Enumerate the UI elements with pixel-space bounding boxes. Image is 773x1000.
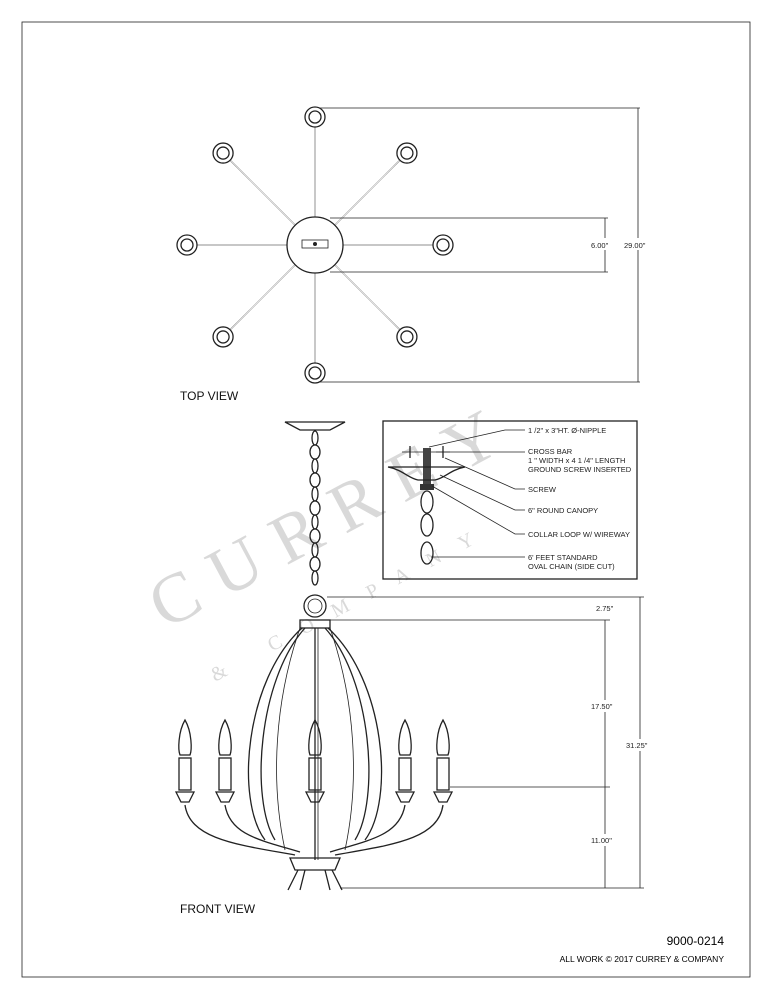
callout-collar-loop: COLLAR LOOP W/ WIREWAY — [528, 530, 630, 539]
callout-nipple: 1 /2" x 3"HT. Ø-NIPPLE — [528, 426, 606, 435]
candle-sleeve — [436, 757, 450, 791]
candle-cup — [304, 362, 326, 384]
candle-sleeve — [178, 757, 192, 791]
bobeche — [174, 791, 196, 803]
candle-sleeve — [398, 757, 412, 791]
callout-screw: SCREW — [528, 485, 557, 494]
center-hub — [286, 216, 344, 274]
callout-canopy: 6" ROUND CANOPY — [528, 506, 598, 515]
callout-chain-type: OVAL CHAIN (SIDE CUT) — [528, 562, 615, 571]
watermark: CURREY & COMPANY — [136, 387, 529, 687]
candle-cup — [396, 326, 418, 348]
candle-cup — [176, 234, 198, 256]
sheet-border — [21, 21, 751, 978]
part-number: 9000-0214 — [667, 934, 725, 948]
collar-loop — [303, 594, 327, 618]
dimension-overall-height: 31.25" — [626, 741, 648, 750]
candle-cup — [212, 142, 234, 164]
top-view-drawing — [176, 106, 454, 384]
dimension-overall-width: 29.00" — [624, 241, 646, 250]
callout-chain: 6' FEET STANDARD — [528, 553, 598, 562]
callout-cross-bar-size: 1 " WIDTH x 4 1 /4" LENGTH — [528, 456, 625, 465]
candle-cup — [396, 142, 418, 164]
candle-cup — [304, 106, 326, 128]
chain-link — [311, 458, 319, 474]
candle-bulb — [178, 718, 192, 756]
dimension-body-upper: 17.50" — [591, 702, 613, 711]
front-view-dimensions — [327, 596, 656, 889]
candle-cup — [432, 234, 454, 256]
dimension-body-lower: 11.00" — [591, 836, 612, 845]
bobeche — [304, 791, 326, 803]
canopy-detail — [382, 420, 638, 580]
callout-ground-screw: GROUND SCREW INSERTED — [528, 465, 632, 474]
candle-bulb — [436, 718, 450, 756]
front-view-label: FRONT VIEW — [180, 902, 256, 916]
top-view-dimensions — [320, 107, 656, 383]
chain-link — [309, 444, 321, 460]
candle-bulb — [398, 718, 412, 756]
chain-link — [311, 570, 319, 586]
copyright: ALL WORK © 2017 CURREY & COMPANY — [560, 954, 725, 964]
chain-link — [311, 430, 319, 446]
bobeche — [432, 791, 454, 803]
candle-bulb — [218, 718, 232, 756]
dimension-loop: 2.75" — [596, 604, 614, 613]
front-view-drawing — [174, 421, 454, 891]
bobeche — [394, 791, 416, 803]
candle-sleeve — [218, 757, 232, 791]
candle-bulb — [308, 718, 322, 756]
dimension-canopy: 6.00" — [591, 241, 609, 250]
bobeche — [214, 791, 236, 803]
detail-callouts: 1 /2" x 3"HT. Ø-NIPPLE CROSS BAR 1 " WID… — [528, 426, 632, 571]
top-view-label: TOP VIEW — [180, 389, 239, 403]
callout-cross-bar: CROSS BAR — [528, 447, 573, 456]
candle-sleeve — [308, 757, 322, 791]
candle-cup — [212, 326, 234, 348]
canopy — [284, 421, 346, 431]
